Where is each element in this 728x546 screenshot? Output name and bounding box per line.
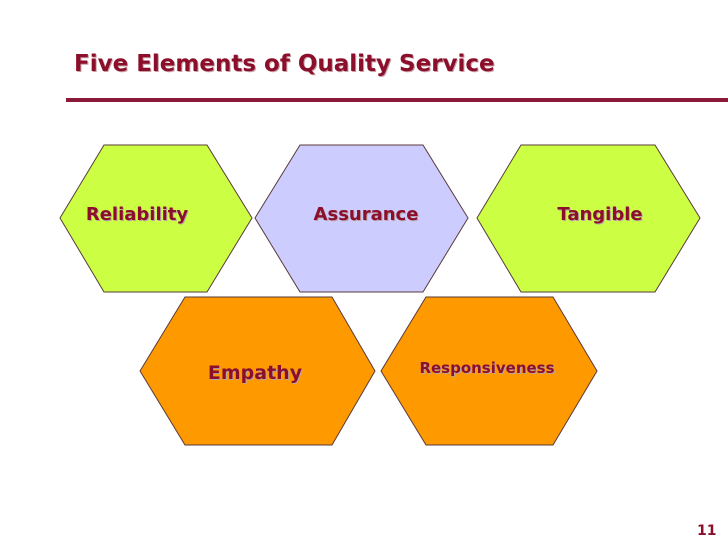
hexagon-label: Tangible xyxy=(557,204,642,225)
hexagon-shape xyxy=(139,296,376,446)
page-number: 11 xyxy=(697,523,717,539)
hexagon-responsiveness: Responsiveness Responsiveness xyxy=(380,296,598,446)
hexagon-shape xyxy=(254,144,469,293)
hexagon-empathy: Empathy Empathy xyxy=(139,296,376,446)
hexagon-label-shadow: Responsiveness xyxy=(420,360,555,378)
hexagon-label-shadow: Tangible xyxy=(558,205,643,226)
hexagon-label: Reliability xyxy=(86,204,189,225)
title-underline xyxy=(66,98,728,102)
hexagon-tangible: Tangible Tangible xyxy=(476,144,701,293)
hexagon-reliability: Reliability Reliability xyxy=(59,144,253,293)
hexagon-label: Empathy xyxy=(208,362,303,384)
hexagon-label: Responsiveness xyxy=(419,359,554,377)
hexagon-assurance: Assurance Assurance xyxy=(254,144,469,293)
hexagon-shape xyxy=(380,296,598,446)
hexagon-label-shadow: Empathy xyxy=(209,363,304,385)
hexagon-shape xyxy=(59,144,253,293)
hexagon-label-shadow: Assurance xyxy=(315,205,420,226)
hexagon-label: Assurance xyxy=(314,204,419,225)
hexagon-label-shadow: Reliability xyxy=(87,205,190,226)
hexagon-shape xyxy=(476,144,701,293)
slide-title: Five Elements of Quality Service xyxy=(74,51,495,77)
